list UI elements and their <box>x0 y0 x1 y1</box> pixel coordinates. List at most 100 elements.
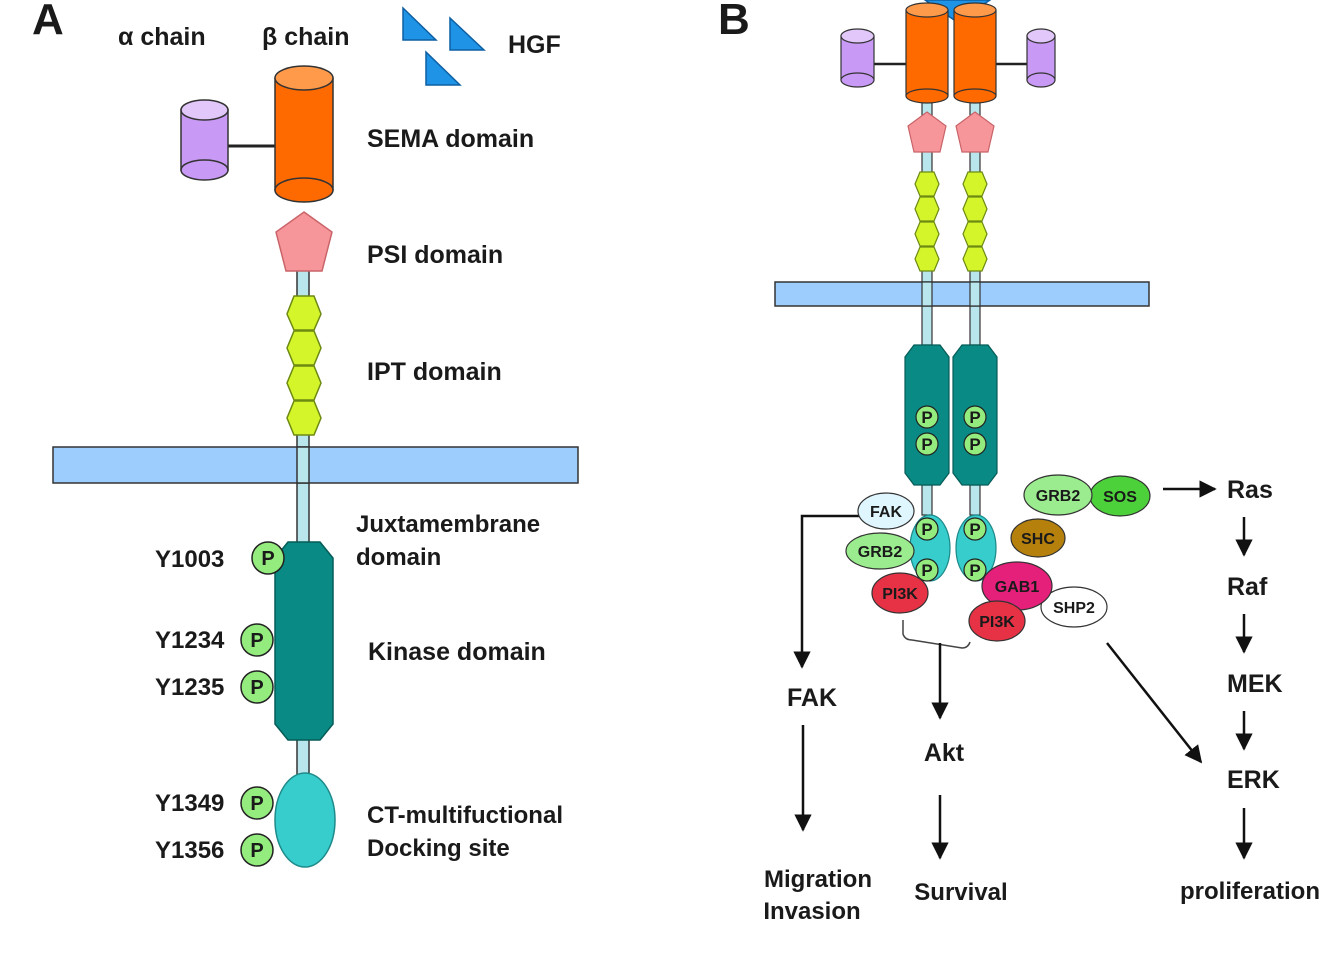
adaptor-grb2-left: GRB2 <box>845 532 915 570</box>
alpha-chain-label: α chain <box>118 23 206 51</box>
docking-phospho-group: P P P P <box>915 517 987 582</box>
phospho-p-icon <box>240 833 274 867</box>
akt-node: Akt <box>924 739 965 767</box>
ipt-domain-label: IPT domain <box>367 358 502 386</box>
fak-adaptor-label: FAK <box>870 504 902 521</box>
invasion-label: Invasion <box>763 898 860 925</box>
phospho-p-icon <box>915 432 939 456</box>
panel-a: A α chain β chain HGF SEMA domain PSI do <box>32 0 579 868</box>
tyrosine-label: Y1356 <box>155 837 224 864</box>
receptor-linker-right <box>969 484 981 516</box>
ct-docking-label-line1: CT-multifuctional <box>367 802 563 829</box>
kinase-domain-shape <box>274 541 334 741</box>
pi3k-left-label: PI3K <box>882 586 918 603</box>
grb2-left-label: GRB2 <box>858 544 903 561</box>
fak-adaptor-shape <box>857 492 915 530</box>
alpha-chain-cylinder-icon <box>180 99 276 181</box>
phospho-p-label: P <box>969 435 980 454</box>
phospho-p-icon <box>963 432 987 456</box>
grb2-right-shape <box>1023 474 1093 516</box>
panel-b-letter: B <box>718 0 750 44</box>
fak-arrow <box>793 514 860 669</box>
adaptor-shp2: SHP2 <box>1040 586 1108 628</box>
phospho-p-label: P <box>969 520 980 539</box>
sema-domain-cylinder-icon <box>274 65 334 203</box>
ipt-left-hexagons-icon <box>914 171 940 272</box>
adaptor-fak: FAK <box>857 492 915 530</box>
transmembrane-segment <box>296 446 310 484</box>
phospho-p-icon <box>963 558 987 582</box>
psi-domain-pentagon-icon <box>275 211 333 272</box>
phospho-p-icon <box>915 405 939 429</box>
phosphosite-y1349: Y1349 P <box>155 786 274 820</box>
ct-docking-site-shape <box>274 772 336 868</box>
phospho-p-icon <box>240 670 274 704</box>
beta-chain-label: β chain <box>262 23 350 51</box>
kinase-domain-label: Kinase domain <box>368 638 546 666</box>
panel-b: B <box>718 0 1320 925</box>
adaptor-grb2-right: GRB2 <box>1023 474 1093 516</box>
tyrosine-label: Y1003 <box>155 546 224 573</box>
shp2-label: SHP2 <box>1053 600 1095 617</box>
ras-node: Ras <box>1227 476 1273 504</box>
phospho-p-label: P <box>250 840 263 862</box>
adaptor-gab1: GAB1 <box>981 561 1053 611</box>
adaptor-shc: SHC <box>1010 518 1066 558</box>
sema-right-cylinder-icon <box>953 2 997 104</box>
phospho-p-icon <box>240 623 274 657</box>
phospho-p-label: P <box>921 561 932 580</box>
proliferation-label: proliferation <box>1180 878 1320 905</box>
erk-node: ERK <box>1227 766 1280 794</box>
ipt-domain-hexagons-icon <box>286 295 322 436</box>
ct-docking-label-line2: Docking site <box>367 835 510 862</box>
phospho-p-icon <box>251 541 285 575</box>
grb2-left-shape <box>845 532 915 570</box>
phospho-p-label: P <box>969 408 980 427</box>
phospho-p-icon <box>963 405 987 429</box>
phosphosite-y1235: Y1235 P <box>155 670 274 704</box>
sos-label: SOS <box>1103 489 1137 506</box>
shc-shape <box>1010 518 1066 558</box>
hgf-label: HGF <box>508 31 561 59</box>
receptor-linker-left <box>921 484 933 516</box>
phospho-p-label: P <box>250 630 263 652</box>
shc-label: SHC <box>1021 531 1055 548</box>
pi3k-right-label: PI3K <box>979 614 1015 631</box>
shp2-to-erk-arrow <box>1106 642 1203 764</box>
kinase-phospho-group: P P P P <box>915 405 987 456</box>
adaptor-pi3k-right: PI3K <box>968 600 1026 642</box>
survival-label: Survival <box>914 879 1007 906</box>
phospho-p-label: P <box>921 435 932 454</box>
juxtamembrane-label-line2: domain <box>356 544 441 571</box>
tyrosine-label: Y1234 <box>155 627 225 654</box>
phospho-p-label: P <box>250 677 263 699</box>
fak-pathway-node: FAK <box>787 684 837 712</box>
juxtamembrane-label-line1: Juxtamembrane <box>356 511 540 538</box>
phospho-p-label: P <box>969 561 980 580</box>
phospho-p-icon <box>963 517 987 541</box>
gab1-label: GAB1 <box>995 579 1040 596</box>
alpha-chain-left-icon <box>840 28 908 88</box>
migration-label: Migration <box>764 866 872 893</box>
raf-node: Raf <box>1227 573 1268 601</box>
transmembrane-right <box>969 281 981 307</box>
tyrosine-label: Y1235 <box>155 674 224 701</box>
psi-right-pentagon-icon <box>955 111 995 153</box>
pi3k-right-shape <box>968 600 1026 642</box>
hgf-ligand-icon <box>402 6 486 86</box>
mek-node: MEK <box>1227 670 1283 698</box>
adaptor-sos: SOS <box>1089 475 1151 517</box>
panel-a-letter: A <box>32 0 64 44</box>
alpha-chain-right-icon <box>996 28 1056 88</box>
phospho-p-label: P <box>921 408 932 427</box>
phospho-p-icon <box>915 517 939 541</box>
adaptor-pi3k-left: PI3K <box>871 572 929 614</box>
sema-left-cylinder-icon <box>905 2 949 104</box>
phosphosite-y1003: Y1003 P <box>155 541 285 575</box>
phospho-p-icon <box>240 786 274 820</box>
phospho-p-label: P <box>261 548 274 570</box>
cell-membrane <box>52 446 579 484</box>
phospho-p-label: P <box>250 793 263 815</box>
psi-domain-label: PSI domain <box>367 241 503 269</box>
